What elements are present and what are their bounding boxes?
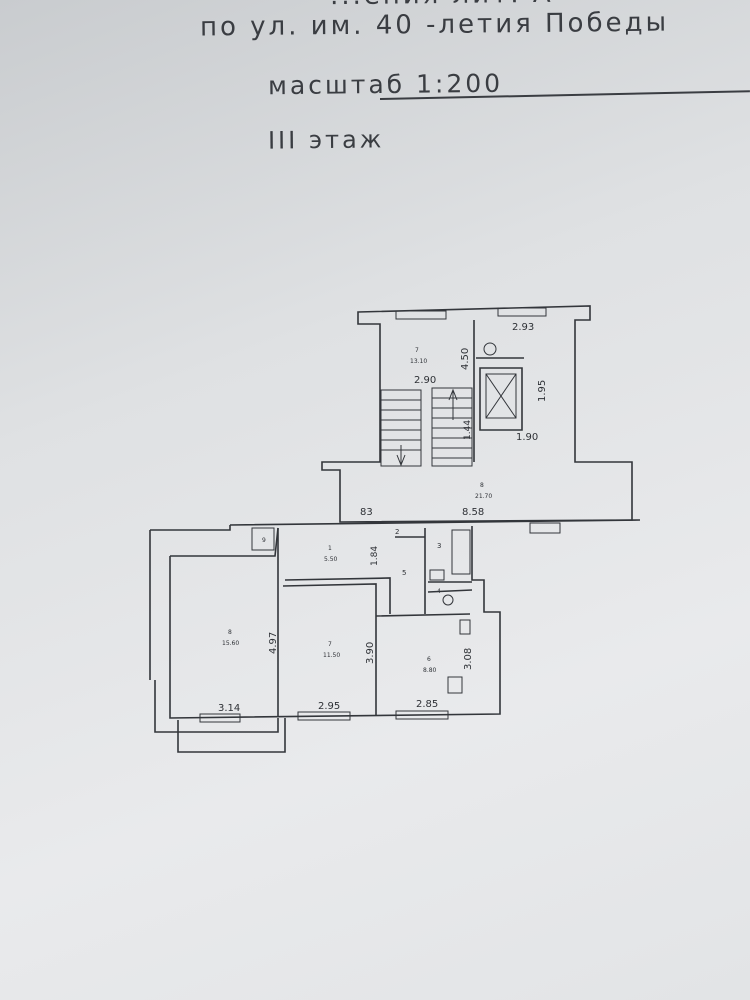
room7-area: 11.50	[323, 652, 340, 659]
room8-area: 15.60	[222, 640, 239, 647]
room6-height: 3.08	[463, 648, 474, 670]
room1-num: 1	[328, 545, 332, 552]
room1-area: 5.50	[324, 556, 338, 563]
room2-num: 2	[395, 528, 399, 536]
stair-num: 7	[415, 347, 419, 354]
stair-length: 4.50	[460, 348, 471, 370]
walls	[149, 305, 641, 753]
room9-num: 9	[262, 537, 266, 544]
room7-width: 2.95	[318, 701, 340, 712]
stair-width: 2.90	[414, 375, 436, 386]
corridor-area: 21.70	[475, 493, 492, 500]
room5-num: 5	[402, 569, 406, 577]
shaft-height: 1.95	[537, 380, 548, 402]
shaft-width: 1.90	[516, 432, 538, 443]
corridor-offset: 83	[360, 507, 373, 518]
room3-num: 3	[437, 542, 441, 550]
corridor-num: 8	[480, 482, 484, 489]
room7-num: 7	[328, 641, 332, 648]
room7-height: 3.90	[365, 642, 376, 664]
corridor-length: 8.58	[462, 507, 484, 518]
room8-height: 4.97	[268, 632, 279, 654]
stair-area: 13.10	[410, 358, 427, 365]
room6-num: 6	[427, 656, 431, 663]
room8-width: 3.14	[218, 703, 240, 714]
lift-width: 2.93	[512, 322, 534, 333]
stair-flight: 1.44	[463, 420, 473, 440]
room4-num: 4	[437, 588, 441, 595]
room6-width: 2.85	[416, 699, 438, 710]
room6-area: 8.80	[423, 667, 437, 674]
room1-dim: 1.84	[370, 546, 380, 566]
room8-num: 8	[228, 629, 232, 636]
plan-labels: 7 13.10 2.90 4.50 1.44 2.93 1.95 1.90 8 …	[218, 322, 548, 714]
